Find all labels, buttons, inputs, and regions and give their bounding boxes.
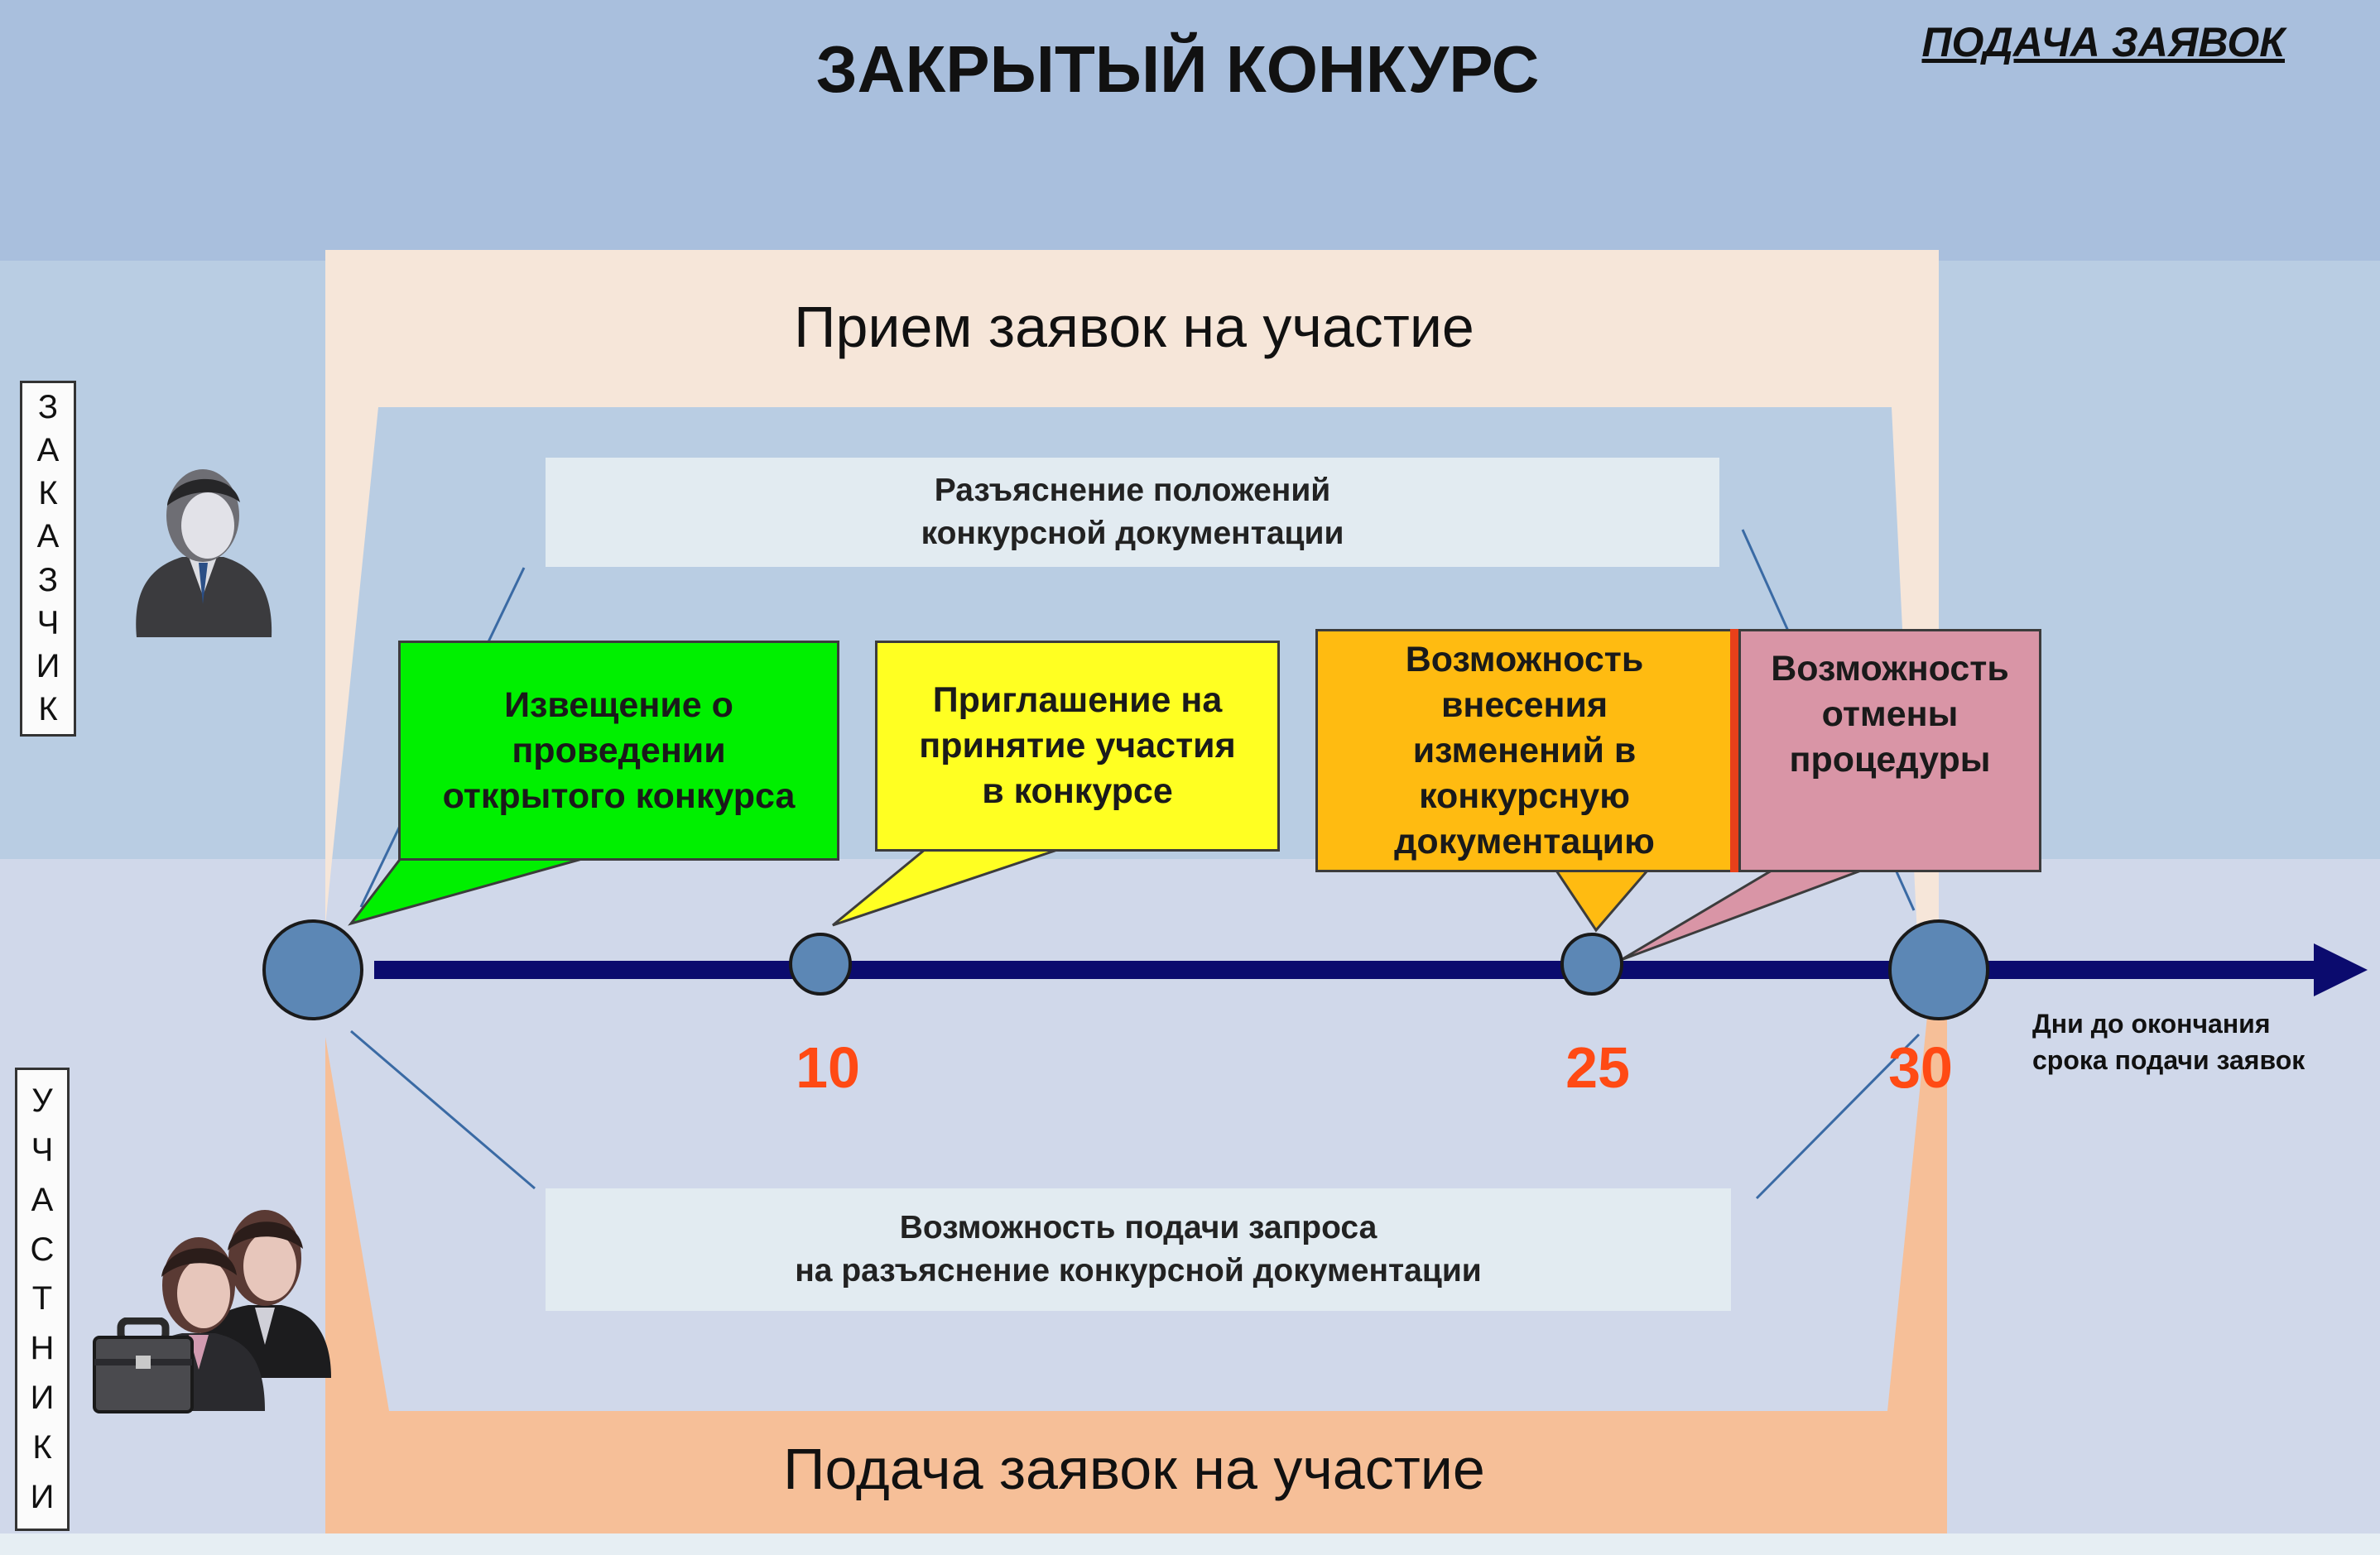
day-label: 30 bbox=[1888, 1035, 1953, 1100]
callout-line: Возможность bbox=[1771, 649, 2009, 689]
timeline-node-start bbox=[262, 919, 363, 1020]
timeline-node-25 bbox=[1560, 933, 1623, 996]
callout-line: Приглашение на bbox=[932, 680, 1223, 720]
role-letter: У bbox=[31, 1082, 53, 1119]
reception-frame bbox=[325, 250, 1939, 970]
day-label: 25 bbox=[1565, 1035, 1630, 1100]
axis-note: Дни до окончания срока подачи заявок bbox=[2032, 1005, 2347, 1078]
role-letter: Ч bbox=[31, 1131, 54, 1169]
role-letter: А bbox=[31, 1181, 54, 1218]
participants-group-icon bbox=[124, 1210, 331, 1411]
header-band bbox=[0, 0, 2380, 261]
submission-label: Подача заявок на участие bbox=[783, 1437, 1485, 1501]
day-label: 10 bbox=[796, 1035, 860, 1100]
reception-label: Прием заявок на участие bbox=[794, 295, 1474, 359]
role-letter: А bbox=[36, 432, 60, 469]
callout-line: открытого конкурса bbox=[442, 775, 796, 816]
callout-line: документацию bbox=[1394, 821, 1655, 861]
clarification-line: конкурсной документации bbox=[921, 516, 1344, 551]
callout-line: отмены bbox=[1821, 694, 1959, 734]
callout-line: процедуры bbox=[1789, 740, 1991, 780]
role-letter: З bbox=[37, 389, 59, 426]
callout-line: Извещение о bbox=[504, 684, 733, 725]
customer-person-icon bbox=[136, 469, 272, 637]
callout-cancellation: Возможность отмены процедуры bbox=[1738, 629, 2041, 872]
callout-line: проведении bbox=[512, 730, 726, 770]
callout-invitation: Приглашение на принятие участия в конкур… bbox=[875, 641, 1280, 852]
callout-line: Возможность bbox=[1405, 639, 1644, 679]
section-link[interactable]: ПОДАЧА ЗАЯВОК bbox=[1921, 19, 2285, 65]
role-letter: К bbox=[38, 690, 58, 727]
timeline-node-30 bbox=[1888, 919, 1989, 1020]
role-letter: И bbox=[30, 1479, 55, 1516]
callout-line: принятие участия bbox=[919, 726, 1236, 766]
callout-line: конкурсную bbox=[1419, 775, 1630, 816]
role-letter: А bbox=[36, 518, 60, 555]
callout-notice: Извещение о проведении открытого конкурс… bbox=[398, 641, 839, 861]
footer-strip bbox=[0, 1533, 2380, 1555]
role-letter: З bbox=[37, 561, 59, 598]
callout-line: изменений в bbox=[1412, 730, 1637, 770]
callout-amendment: Возможность внесения изменений в конкурс… bbox=[1315, 629, 1733, 872]
request-box: Возможность подачи запроса на разъяснени… bbox=[546, 1188, 1731, 1311]
request-line: на разъяснение конкурсной документации bbox=[795, 1253, 1482, 1289]
participants-role-label: У Ч А С Т Н И К И bbox=[15, 1068, 70, 1531]
role-letter: К bbox=[38, 475, 58, 512]
role-letter: С bbox=[30, 1231, 55, 1268]
connector-line bbox=[350, 1029, 536, 1190]
callout-line: в конкурсе bbox=[982, 771, 1173, 811]
role-letter: К bbox=[32, 1429, 52, 1466]
separator-strip bbox=[1730, 629, 1740, 872]
axis-note-line: срока подачи заявок bbox=[2032, 1045, 2305, 1075]
role-letter: Т bbox=[31, 1280, 53, 1317]
timeline-arrowhead bbox=[2314, 943, 2368, 996]
role-letter: И bbox=[36, 647, 60, 684]
clarification-box: Разъяснение положений конкурсной докумен… bbox=[546, 458, 1719, 567]
request-line: Возможность подачи запроса bbox=[899, 1210, 1378, 1245]
briefcase-icon bbox=[93, 1317, 194, 1413]
page-title: ЗАКРЫТЫЙ КОНКУРС bbox=[815, 32, 1540, 106]
timeline-node-10 bbox=[789, 933, 852, 996]
connector-line bbox=[1755, 1033, 1921, 1200]
role-letter: И bbox=[30, 1380, 55, 1417]
clarification-line: Разъяснение положений bbox=[934, 473, 1331, 508]
callout-line: внесения bbox=[1440, 684, 1608, 725]
role-letter: Ч bbox=[36, 604, 60, 641]
axis-note-line: Дни до окончания bbox=[2032, 1009, 2271, 1039]
submission-frame bbox=[325, 1016, 1947, 1533]
role-letter: Н bbox=[30, 1330, 55, 1367]
customer-role-label: З А К А З Ч И К bbox=[20, 381, 76, 737]
